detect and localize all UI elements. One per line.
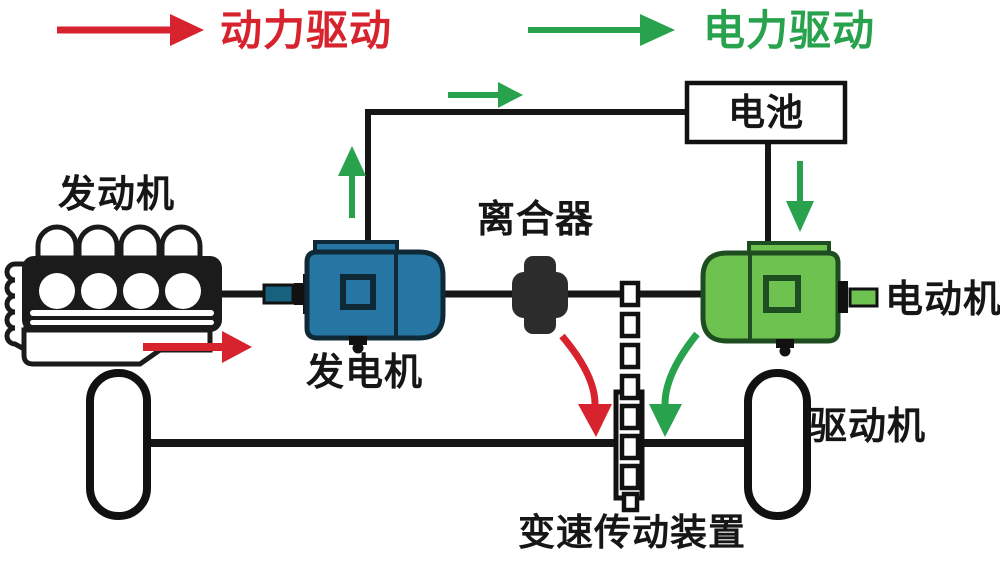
electric-drive-legend-arrow xyxy=(528,14,675,46)
battery-label: 电池 xyxy=(728,92,804,133)
engine-icon xyxy=(4,224,222,367)
electric-motor-label: 电动机 xyxy=(885,279,1000,321)
engine-label: 发动机 xyxy=(58,174,176,216)
transmission-label: 变速传动装置 xyxy=(518,512,746,553)
electric-motor-icon xyxy=(700,241,879,357)
generator-icon xyxy=(304,240,446,354)
shaft-coupling-icon xyxy=(262,274,311,314)
wheel-left-icon xyxy=(86,369,151,520)
electric-flow-arrow-to-battery xyxy=(448,82,523,108)
battery-box xyxy=(684,80,848,145)
clutch-label: 离合器 xyxy=(477,199,595,241)
power-flow-curved-arrow xyxy=(559,333,612,437)
electric-flow-arrow-up-from-generator xyxy=(338,146,366,218)
transmission-icon xyxy=(613,280,645,513)
legend-electric-drive-label: 电力驱动 xyxy=(703,7,876,54)
generator-to-battery-line xyxy=(365,109,687,247)
power-flow-arrow-from-engine xyxy=(143,331,252,363)
wheel-right-icon xyxy=(744,369,811,520)
power-drive-legend-arrow xyxy=(57,14,204,46)
legend-power-drive-label: 动力驱动 xyxy=(220,7,393,54)
drive-wheels-label: 驱动机 xyxy=(809,406,927,448)
clutch-icon xyxy=(512,256,568,334)
electric-flow-arrow-down-to-motor xyxy=(786,161,814,232)
electric-flow-curved-arrow xyxy=(649,331,700,437)
generator-label: 发电机 xyxy=(306,352,424,394)
